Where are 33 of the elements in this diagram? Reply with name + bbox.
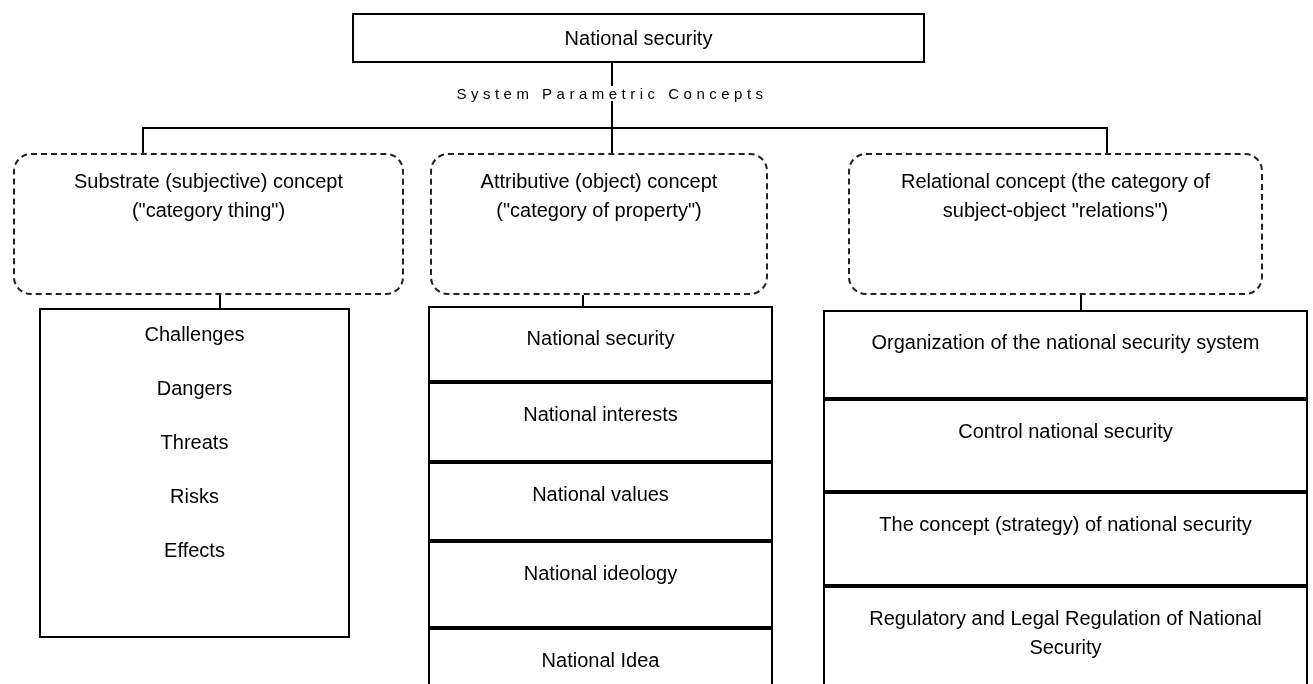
table-cell — [428, 382, 773, 462]
cell-text: National interests — [523, 402, 678, 427]
node-text: Relational concept (the category of subject-object "relations") — [899, 169, 1212, 223]
list-item: Risks — [170, 484, 219, 508]
table-cell — [428, 628, 773, 684]
node-text: Attributive (object) concept ("category of property") — [479, 169, 719, 223]
cell-text: Control national security — [958, 419, 1173, 444]
node-text: National security — [564, 26, 713, 51]
table-cell — [823, 492, 1308, 586]
table-cell — [428, 306, 773, 382]
cell-text: National Idea — [541, 648, 660, 673]
table-cell — [428, 462, 773, 541]
title-box — [352, 13, 925, 63]
table-cell — [428, 541, 773, 628]
list-item: Dangers — [156, 376, 233, 400]
node-text: Substrate (subjective) concept ("category thing") — [73, 169, 344, 223]
cell-text: Organization of the national security system — [871, 330, 1260, 355]
connector-line — [219, 294, 221, 309]
list-item: Effects — [164, 538, 225, 562]
list-box — [39, 308, 350, 638]
cell-text: National ideology — [523, 561, 678, 586]
list-item: Threats — [160, 430, 229, 454]
cell-text: Regulatory and Legal Regulation of National Security — [868, 606, 1263, 660]
cell-text: National values — [532, 482, 669, 507]
concept-box — [848, 153, 1263, 295]
table-cell — [823, 586, 1308, 684]
list-item: Challenges — [144, 322, 245, 346]
cell-text: The concept (strategy) of national security — [879, 512, 1252, 537]
concept-box — [430, 153, 768, 295]
table-cell — [823, 399, 1308, 492]
concept-box — [13, 153, 404, 295]
cell-text: National security — [526, 326, 675, 351]
table-cell — [823, 310, 1308, 399]
